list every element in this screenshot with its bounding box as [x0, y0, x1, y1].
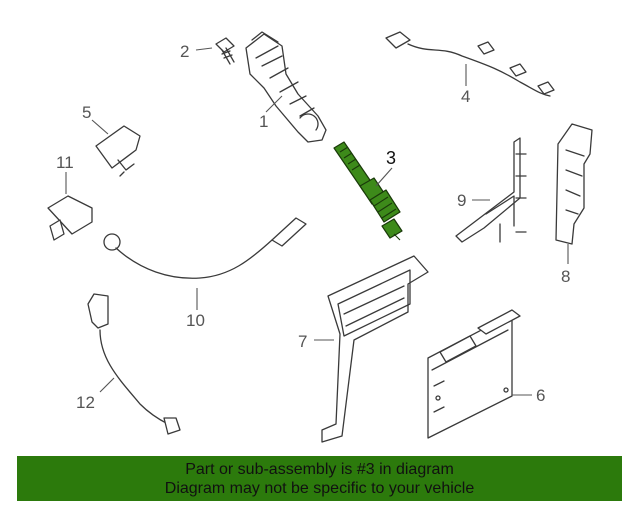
ignition-coil	[245, 31, 327, 143]
spark-plug	[333, 141, 403, 241]
callout-4: 4	[461, 87, 470, 106]
callout-12: 12	[76, 393, 95, 412]
harness-bracket	[455, 137, 527, 243]
callout-2: 2	[180, 42, 189, 61]
wiring-harness	[385, 31, 555, 97]
disclaimer-line-1: Part or sub-assembly is #3 in diagram	[185, 460, 454, 478]
camshaft-sensor	[95, 125, 141, 177]
callout-1: 1	[259, 112, 268, 131]
parts-diagram-svg: 1 2 3 4 5 6	[47, 31, 593, 443]
leader-2	[195, 47, 213, 51]
leader-12	[99, 377, 115, 393]
parts-diagram: 1 2 3 4 5 6	[47, 31, 593, 443]
disclaimer-line-2: Diagram may not be specific to your vehi…	[164, 479, 475, 497]
callout-7: 7	[298, 332, 307, 351]
callout-6: 6	[536, 386, 545, 405]
callout-3: 3	[386, 148, 396, 168]
callout-8: 8	[561, 267, 570, 286]
leader-1	[265, 95, 283, 113]
leader-5	[91, 119, 109, 135]
bolt	[215, 37, 235, 65]
ecu-bracket	[321, 255, 429, 443]
callout-5: 5	[82, 103, 91, 122]
engine-control-module	[427, 309, 521, 439]
disclaimer-banner: Part or sub-assembly is #3 in diagram Di…	[17, 456, 622, 501]
callout-10: 10	[186, 311, 205, 330]
crankshaft-sensor	[47, 195, 93, 241]
leader-3	[375, 167, 393, 187]
callout-11: 11	[56, 153, 74, 172]
oxygen-sensor	[87, 293, 181, 435]
callout-9: 9	[457, 191, 466, 210]
knock-sensor	[103, 217, 307, 279]
mounting-bracket	[555, 123, 593, 245]
